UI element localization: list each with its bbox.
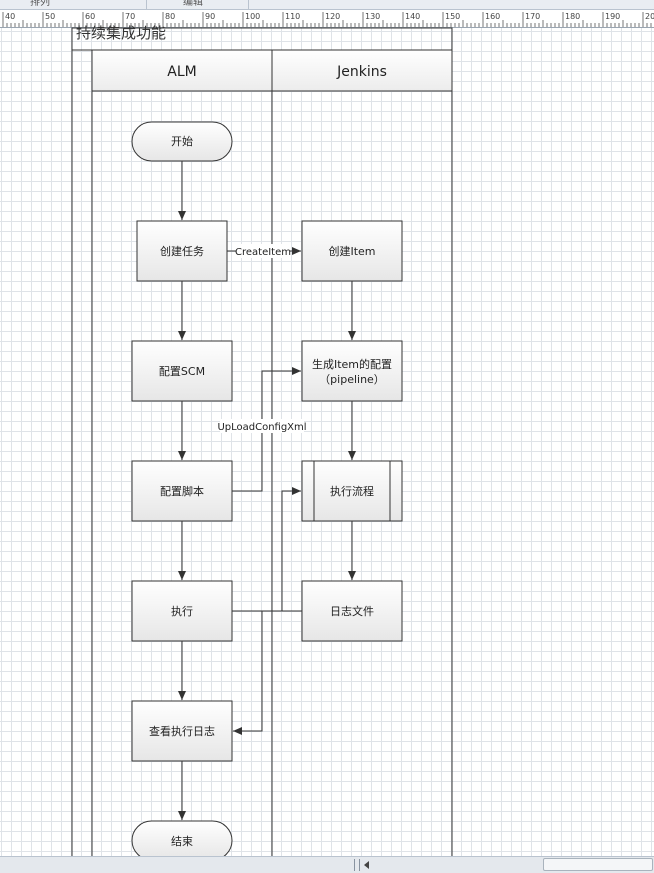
log-file-label: 日志文件 xyxy=(330,604,374,618)
gen-config-process[interactable] xyxy=(301,340,403,402)
swimlane-pool[interactable] xyxy=(71,27,453,856)
create-item-label: 创建Item xyxy=(328,244,375,258)
create-item-process[interactable] xyxy=(301,220,403,282)
ruler-tick-label: 130 xyxy=(365,12,380,21)
status-bar xyxy=(0,856,654,873)
ruler-tick-label: 40 xyxy=(5,12,15,21)
ruler-tick-label: 60 xyxy=(85,12,95,21)
gen-config-label-line1: 生成Item的配置 xyxy=(312,357,392,371)
split-handle-icon[interactable] xyxy=(354,859,360,871)
toolbar-strip: 排列 编辑 xyxy=(0,0,654,10)
drawing-canvas[interactable] xyxy=(0,28,654,856)
horizontal-scrollbar-thumb[interactable] xyxy=(543,858,653,871)
ruler-tick-label: 110 xyxy=(285,12,300,21)
ruler-tick-label: 170 xyxy=(525,12,540,21)
ruler-tick-label: 20 xyxy=(645,12,654,21)
ruler-tick-label: 120 xyxy=(325,12,340,21)
end-label: 结束 xyxy=(171,835,193,848)
connector-log-file-to-view-log[interactable] xyxy=(233,610,302,735)
config-scm-process[interactable] xyxy=(131,340,233,402)
pool-title: 持续集成功能 xyxy=(76,24,166,42)
horizontal-ruler: 40 50 60 70 80 90 100 110 120 130 140 150 160 170 180 1… xyxy=(0,10,654,28)
edge-label-create-item: CreateItem xyxy=(235,247,291,258)
ruler-tick-label: 70 xyxy=(125,12,135,21)
ruler-tick-label: 190 xyxy=(605,12,620,21)
scroll-left-arrow-icon[interactable] xyxy=(364,861,369,869)
create-task-process[interactable] xyxy=(136,220,228,282)
config-script-process[interactable] xyxy=(131,460,233,522)
ruler-ticks: 40 50 60 70 80 90 100 110 120 130 140 150 160 170 180 1… xyxy=(2,12,654,27)
edge-label-bg xyxy=(236,244,290,258)
ruler-tick-label: 140 xyxy=(405,12,420,21)
gen-config-label-line2: （pipeline） xyxy=(319,373,385,386)
execute-process[interactable] xyxy=(131,580,233,642)
ruler-tick-label: 160 xyxy=(485,12,500,21)
config-scm-label: 配置SCM xyxy=(159,365,205,378)
ruler-tick-label: 180 xyxy=(565,12,580,21)
view-log-process[interactable] xyxy=(131,700,233,762)
execute-label: 执行 xyxy=(171,604,193,618)
lane-title-alm: ALM xyxy=(167,64,196,80)
ruler-tick-label: 100 xyxy=(245,12,260,21)
lane-title-jenkins: Jenkins xyxy=(336,64,387,80)
start-label: 开始 xyxy=(171,134,193,148)
config-script-label: 配置脚本 xyxy=(160,484,204,498)
ruler-tick-label: 50 xyxy=(45,12,55,21)
ruler-tick-label: 150 xyxy=(445,12,460,21)
view-log-label: 查看执行日志 xyxy=(149,724,215,738)
exec-flow-label: 执行流程 xyxy=(330,484,374,498)
connector-execute-to-exec-flow[interactable] xyxy=(232,487,301,612)
toolbar-separator xyxy=(248,0,249,9)
lane-header-jenkins[interactable] xyxy=(271,49,453,92)
toolbar-arrange-label[interactable]: 排列 xyxy=(30,0,50,8)
ruler-tick-label: 80 xyxy=(165,12,175,21)
create-task-label: 创建任务 xyxy=(160,244,204,258)
toolbar-edit-label[interactable]: 编辑 xyxy=(183,0,203,8)
lane-header-alm[interactable] xyxy=(91,49,273,92)
edge-label-upload-config: UpLoadConfigXml xyxy=(217,422,306,433)
ruler-tick-label: 90 xyxy=(205,12,215,21)
toolbar-separator xyxy=(146,0,147,9)
edge-label-bg xyxy=(220,419,304,433)
end-terminator[interactable] xyxy=(131,820,233,856)
